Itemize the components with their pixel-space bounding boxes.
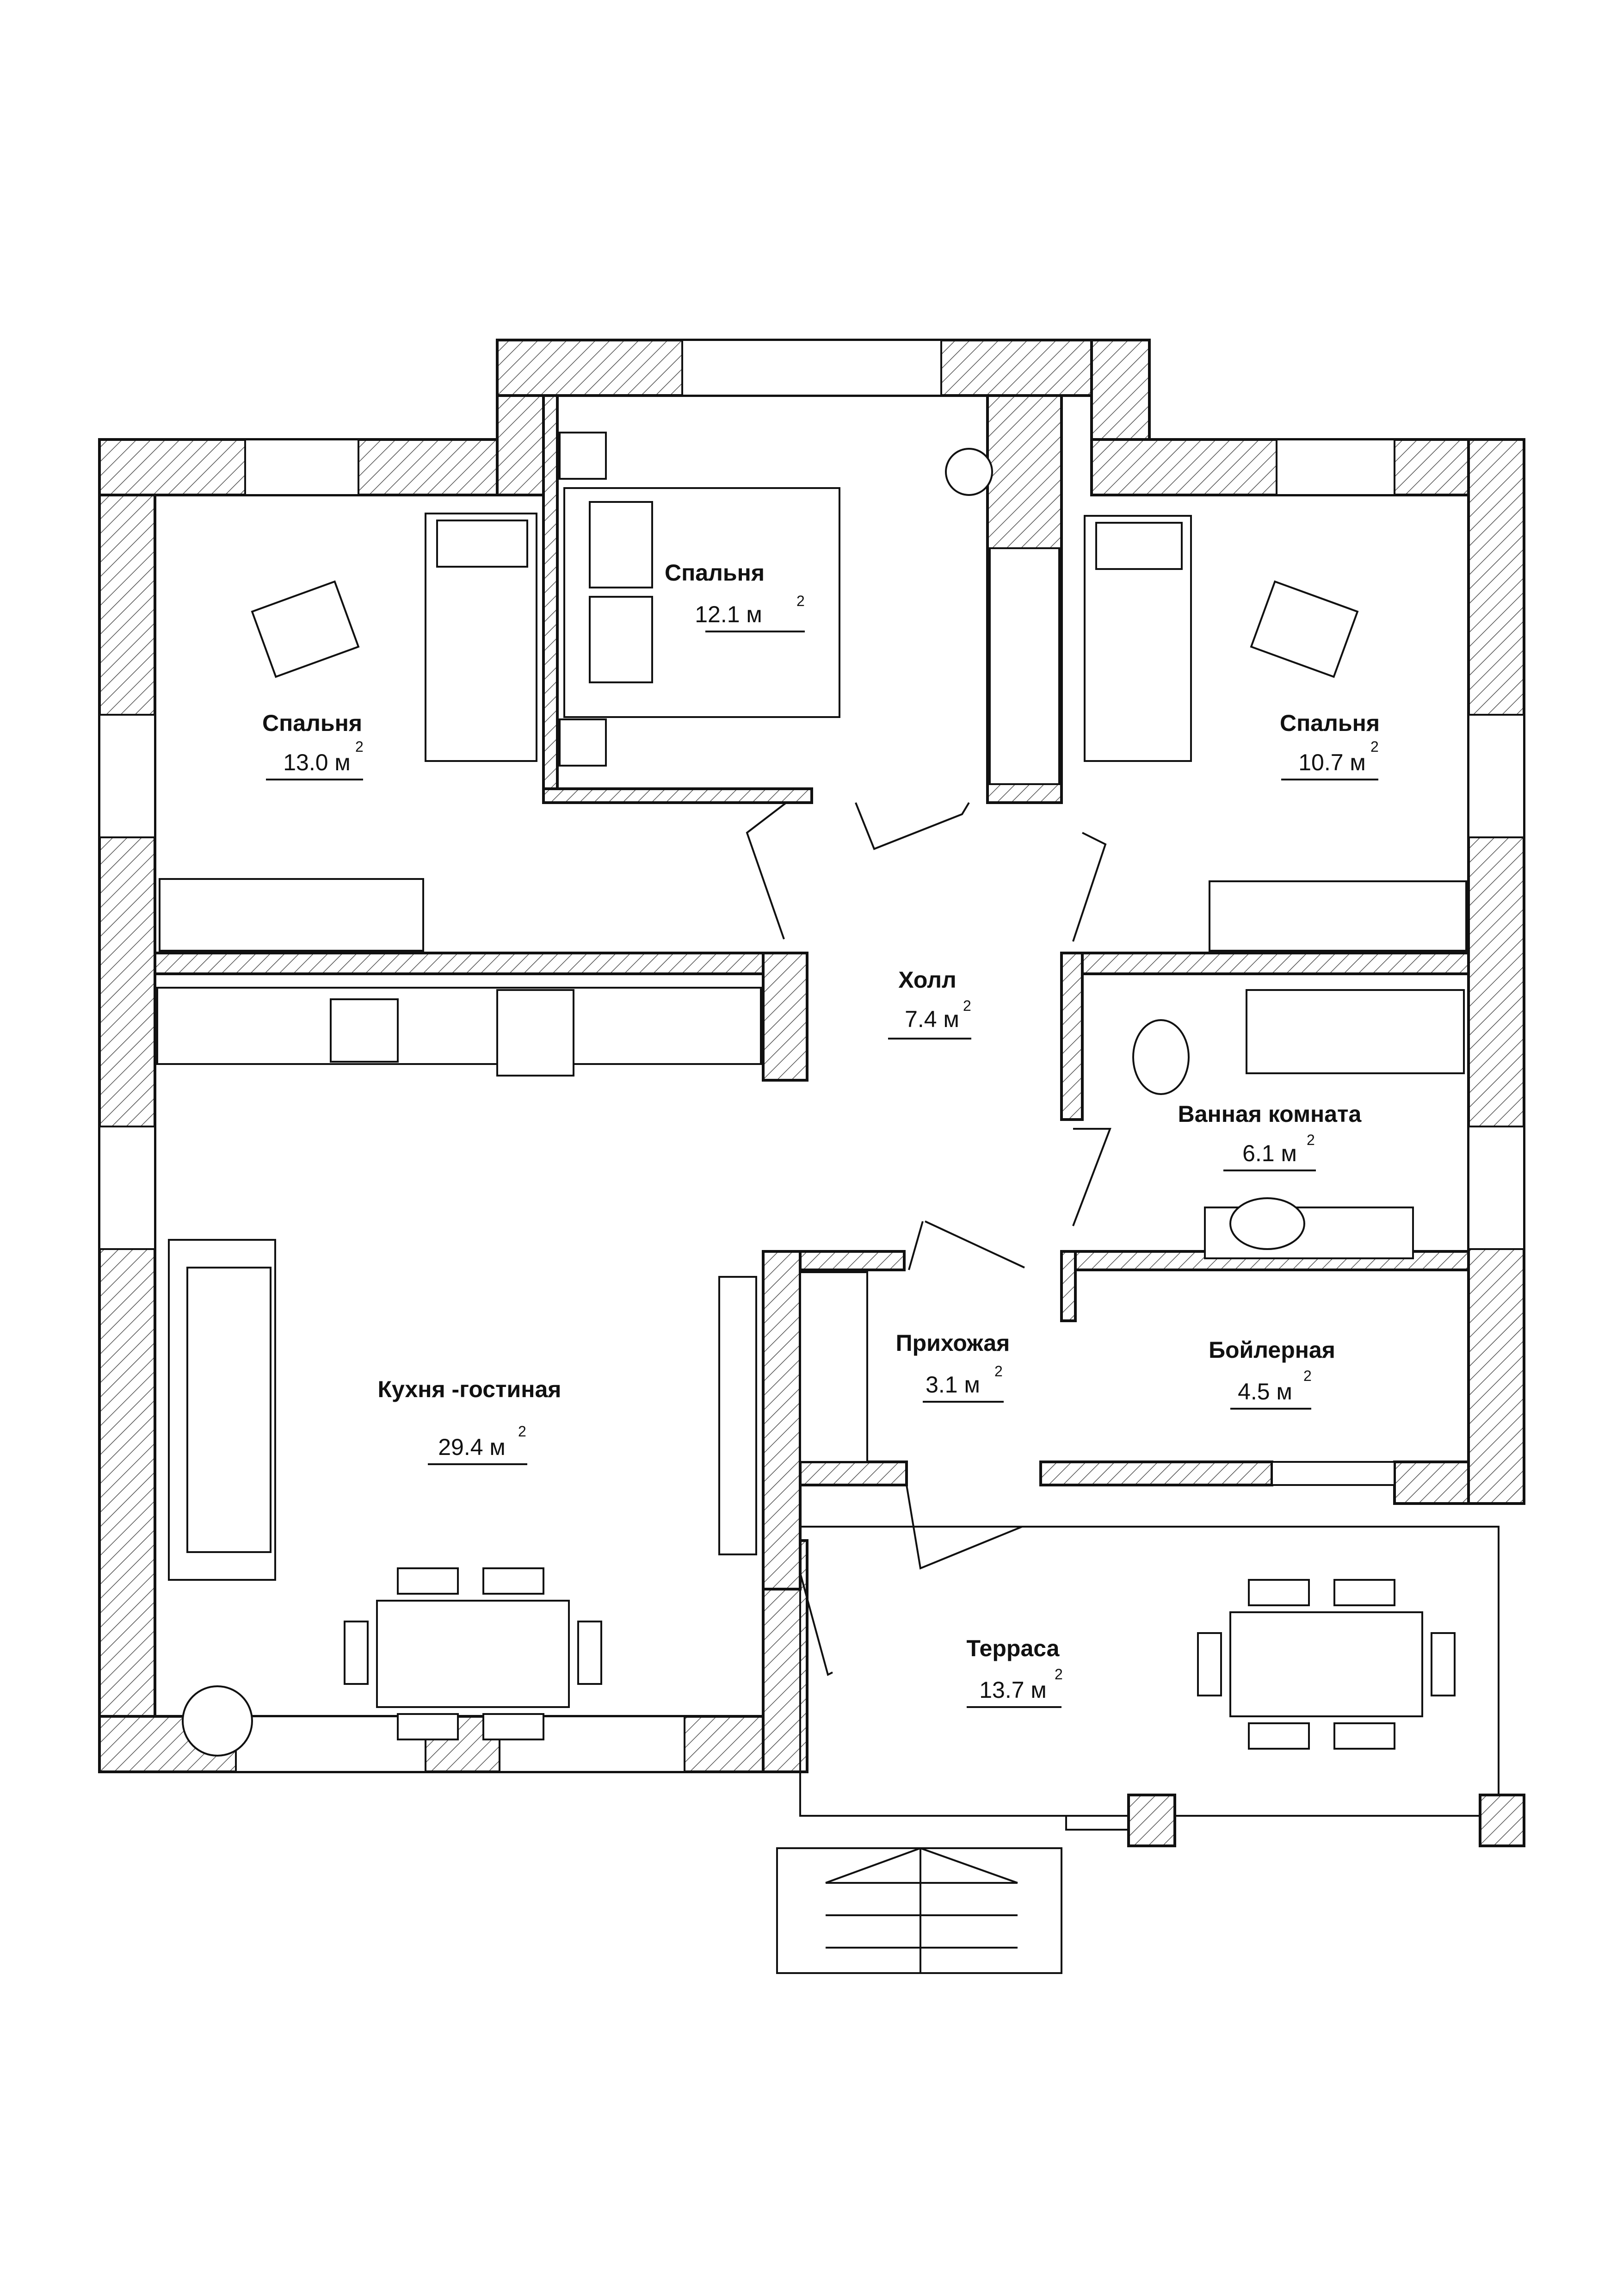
- room-area-superscript: 2: [355, 738, 364, 755]
- room-area-superscript: 2: [1303, 1368, 1312, 1384]
- room-name: Терраса: [967, 1635, 1060, 1661]
- room-area: 29.4 м: [438, 1434, 506, 1460]
- tv-panel: [718, 1276, 757, 1555]
- furniture: [156, 432, 1467, 1757]
- stove: [496, 989, 574, 1077]
- room-area: 13.7 м: [979, 1677, 1047, 1703]
- room-name: Кухня -гостиная: [378, 1376, 562, 1402]
- room-label-terrace: Терраса 13.7 м 2: [967, 1635, 1063, 1708]
- room-area-superscript: 2: [963, 997, 971, 1014]
- room-label-hall: Холл 7.4 м 2: [888, 967, 971, 1040]
- room-label-bedroom-right: Спальня 10.7 м 2: [1280, 710, 1380, 780]
- plant-center: [945, 448, 993, 496]
- room-area-superscript: 2: [1370, 738, 1379, 755]
- doors: [746, 802, 1111, 1676]
- dining-table: [376, 1600, 570, 1708]
- toilet: [1132, 1019, 1190, 1095]
- kitchen-counter: [156, 987, 762, 1065]
- room-area-superscript: 2: [796, 593, 805, 609]
- wardrobe-right: [1209, 880, 1467, 952]
- wardrobe-center: [989, 547, 1060, 785]
- armchair-right: [1250, 580, 1359, 678]
- room-name: Спальня: [1280, 710, 1380, 736]
- armchair-left: [251, 580, 360, 678]
- room-name: Холл: [898, 967, 957, 993]
- room-area: 6.1 м: [1242, 1140, 1297, 1166]
- room-label-kitchen-living: Кухня -гостиная 29.4 м 2: [378, 1376, 562, 1465]
- room-label-bedroom-center: Спальня 12.1 м 2: [665, 560, 805, 632]
- entrance-wardrobe: [799, 1271, 868, 1463]
- room-area-superscript: 2: [518, 1423, 526, 1440]
- room-area-superscript: 2: [1307, 1132, 1315, 1148]
- room-area-superscript: 2: [1055, 1666, 1063, 1683]
- room-name: Спальня: [262, 710, 362, 736]
- room-area: 4.5 м: [1238, 1379, 1292, 1405]
- washbasin: [1229, 1197, 1305, 1250]
- windows: [99, 339, 1525, 1773]
- room-name: Прихожая: [896, 1330, 1010, 1356]
- room-area: 3.1 м: [926, 1372, 980, 1398]
- kitchen-sink: [330, 998, 399, 1063]
- room-label-boiler: Бойлерная 4.5 м 2: [1209, 1337, 1335, 1410]
- wardrobe-left: [159, 878, 424, 952]
- room-name: Ванная комната: [1178, 1101, 1362, 1127]
- terrace-table: [1229, 1611, 1423, 1717]
- room-area-superscript: 2: [994, 1363, 1003, 1380]
- room-label-entrance: Прихожая 3.1 м 2: [896, 1330, 1010, 1403]
- room-area: 7.4 м: [905, 1006, 959, 1032]
- room-name: Спальня: [665, 560, 765, 586]
- room-area: 12.1 м: [695, 601, 762, 627]
- room-label-bathroom: Ванная комната 6.1 м 2: [1178, 1101, 1362, 1171]
- bathtub: [1246, 989, 1465, 1074]
- room-name: Бойлерная: [1209, 1337, 1335, 1363]
- room-area: 10.7 м: [1298, 749, 1366, 775]
- room-area: 13.0 м: [283, 749, 351, 775]
- room-label-bedroom-left: Спальня 13.0 м 2: [262, 710, 364, 780]
- terrace-structure: [776, 1526, 1525, 1974]
- plant-kitchen: [182, 1685, 253, 1757]
